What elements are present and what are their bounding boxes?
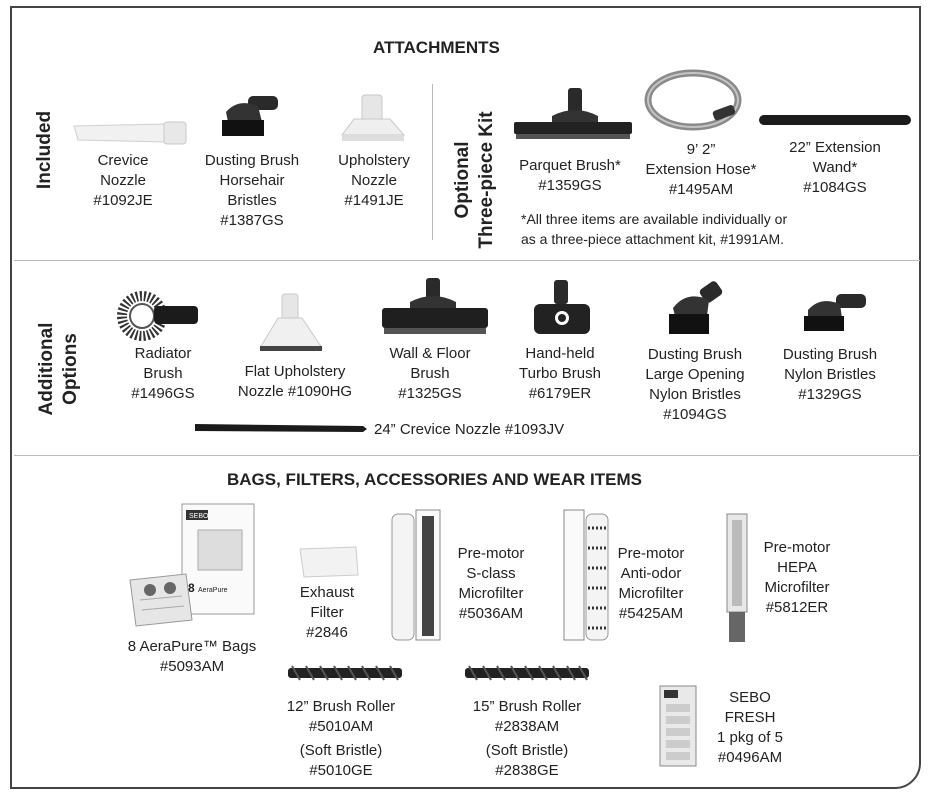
- crevice-nozzle-24-text: 24” Crevice Nozzle #1093JV: [374, 421, 565, 438]
- sebo-fresh-image: [659, 685, 697, 767]
- aerapure-bags-image: SEBO 8 AeraPure: [129, 503, 255, 627]
- dusting-brush-horsehair-image: [222, 96, 278, 136]
- s-class-microfilter-image: [391, 509, 441, 641]
- box-count-text: 8: [188, 581, 195, 595]
- dusting-brush-nylon-image: [804, 294, 866, 331]
- parquet-brush-image: [514, 88, 632, 139]
- box-brand-text: SEBO: [189, 513, 209, 520]
- crevice-nozzle-24-image: [195, 424, 367, 432]
- kit-divider: [432, 84, 433, 240]
- parquet-brush-text: Parquet Brush*#1359GS: [519, 157, 621, 194]
- brush-roller-15-text: 15” Brush Roller#2838AM: [472, 698, 582, 735]
- hepa-microfilter-image: [726, 513, 748, 642]
- radiator-brush-image: [117, 291, 198, 341]
- anti-odor-microfilter-image: [563, 509, 609, 641]
- bags-filters-title: BAGS, FILTERS, ACCESSORIES AND WEAR ITEM…: [227, 470, 642, 489]
- aerapure-bags-text: 8 AeraPure™ Bags#5093AM: [127, 638, 257, 675]
- brush-roller-12-text: 12” Brush Roller#5010AM: [286, 698, 396, 735]
- box-name-text: AeraPure: [198, 587, 228, 594]
- brush-roller-15-soft-text: (Soft Bristle)#2838GE: [485, 742, 569, 779]
- extension-wand-image: [759, 115, 911, 125]
- attachments-title: ATTACHMENTS: [373, 38, 500, 57]
- crevice-nozzle-image: [73, 121, 187, 145]
- dusting-brush-large-opening-image: [669, 281, 723, 334]
- flat-upholstery-nozzle-image: [259, 293, 323, 351]
- turbo-brush-image: [534, 280, 590, 334]
- brush-roller-12-image: [288, 665, 402, 681]
- extension-hose-image: [644, 69, 742, 131]
- exhaust-filter-image: [299, 546, 359, 578]
- section-divider: [14, 260, 920, 261]
- extension-hose-text: 9’ 2”Extension Hose*#1495AM: [645, 141, 757, 198]
- wall-floor-brush-image: [382, 278, 488, 334]
- page-frame: [10, 6, 921, 789]
- brush-roller-12-soft-text: (Soft Bristle)#5010GE: [299, 742, 383, 779]
- included-label: Included: [34, 110, 55, 190]
- kit-note: *All three items are available individua…: [521, 211, 788, 247]
- brush-roller-15-image: [465, 665, 589, 681]
- section-divider: [14, 455, 920, 456]
- upholstery-nozzle-image: [341, 94, 406, 141]
